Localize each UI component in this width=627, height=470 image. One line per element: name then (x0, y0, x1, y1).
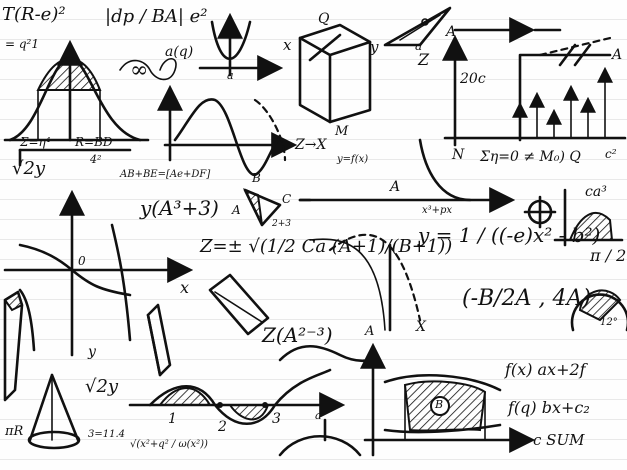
cube-sketch (298, 23, 372, 124)
formula-y-a3: y(A³+3) (140, 196, 219, 220)
formula-z-a23: Z(A²⁻³) (262, 323, 333, 347)
label-20c: 20c (460, 71, 486, 87)
hatched-sine-graph (128, 368, 346, 426)
parabola-graph (119, 12, 284, 81)
label-3: 3 (272, 411, 281, 427)
formula-sqrt-bottom: √2y (85, 376, 119, 397)
label-y-left: y (88, 344, 96, 360)
label-z-arrow: Z→X (295, 137, 327, 153)
formula-x2-frac: √(x²+q² / ω(x²)) (130, 439, 208, 450)
formula-r-bd: R=BD (75, 135, 113, 149)
label-2: 2 (218, 419, 227, 435)
formula-y-frac: y = 1 / ((-e)x² - b²) (418, 223, 601, 247)
label-y-fx: y=f(x) (337, 154, 369, 165)
formula-sigma: Σ=η⁴ (20, 135, 51, 149)
integration-region-graph (360, 342, 536, 457)
label-12-deg: 12° (600, 317, 618, 328)
label-three-eq: 3=11.4 (88, 429, 126, 440)
formula-ab-be: AB+BE=[Ae+DF] (120, 169, 211, 180)
formula-frac-4: 4² (90, 153, 102, 166)
formula-sqrt-2y: √2y (12, 158, 46, 179)
label-x-top: x (283, 36, 292, 54)
label-1: 1 (168, 411, 177, 427)
hyperbola-graph (3, 189, 194, 357)
label-a-marker2: A (612, 47, 623, 63)
crystal-sketch (3, 290, 24, 402)
label-z-top: Z (418, 50, 430, 69)
half-circle-sketch (570, 289, 627, 332)
label-y-top: y (370, 38, 379, 56)
bell-curve-graph (3, 39, 150, 152)
formula-fq: f(q) bx+c₂ (508, 398, 590, 417)
label-x-bottom: x (180, 278, 190, 297)
bottom-curve (278, 345, 372, 457)
label-q: Q (318, 11, 330, 27)
label-a-top: a (227, 69, 234, 82)
label-a-bottom-axis: a (315, 409, 322, 422)
tetrahedron-sketch (242, 188, 282, 227)
formula-fx: f(x) ax+2f (505, 360, 586, 379)
sine-wave-graph (157, 84, 298, 177)
area-under-curve-graph (553, 188, 624, 247)
label-pi-frac: π / 2 (590, 246, 627, 265)
infinity-symbol: ∞ (130, 58, 149, 83)
parallelogram-sketch (208, 273, 270, 336)
prism-sketch (146, 303, 172, 377)
crosshair-symbol (523, 195, 557, 229)
label-x-marker: X (416, 319, 426, 335)
triangle-sketch (383, 6, 452, 47)
label-a-marker: A (446, 24, 457, 40)
label-a-center: A (390, 179, 401, 195)
central-axes (298, 138, 516, 332)
formula-b-over-2a: (-B/2A , 4A) (462, 286, 591, 311)
label-a-small: A (232, 203, 241, 217)
label-n: N (452, 147, 465, 163)
label-b-circle: B (435, 398, 444, 411)
label-m: M (335, 124, 349, 139)
label-ca3: ca³ (585, 184, 607, 200)
formula-abs-det: |dp / BA| e² (105, 6, 208, 27)
cone-sketch (27, 373, 81, 450)
formula-sum: Ση=0 ≠ M₀) Q (480, 149, 581, 165)
stem-plot-graph (442, 17, 627, 147)
label-b: B (252, 171, 261, 185)
formula-z-sqrt: Z=± √(1/2 Ca (A+1)/(B+1)) (200, 236, 453, 257)
label-sum-c: c² (605, 147, 617, 161)
label-pi-r: πR (5, 424, 24, 439)
formula-d-q: a(q) (165, 44, 194, 60)
label-a-arrow-top: a (415, 39, 423, 53)
label-a-bottom: A (365, 324, 375, 339)
label-c-sum: c SUM (533, 431, 585, 449)
label-c: C (282, 192, 292, 206)
label-two-three: 2+3 (272, 219, 291, 229)
formula-top-left: T(R-e)² (2, 4, 66, 25)
formula-q-eq: = q²1 (5, 37, 39, 51)
label-x-px: x³+px (422, 205, 453, 216)
label-zero: 0 (78, 254, 86, 268)
